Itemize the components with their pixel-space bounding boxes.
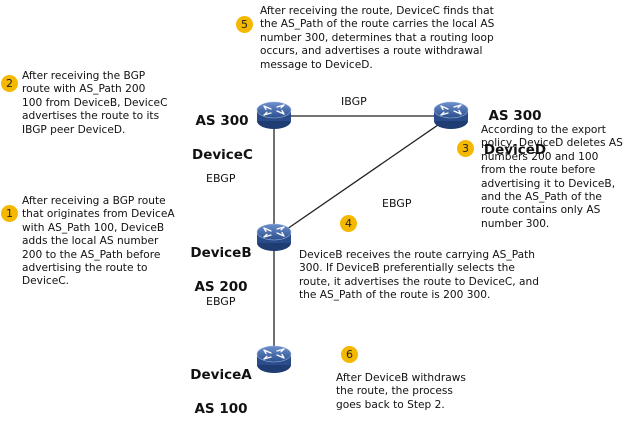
router-icon-devicea [256, 345, 292, 374]
link-label-b-d: EBGP [382, 197, 412, 210]
step-text-6: After DeviceB withdraws the route, the p… [336, 372, 466, 411]
step-badge-3: 3 [457, 140, 474, 157]
deviceb-label: DeviceB AS 200 [190, 228, 252, 313]
topology-diagram [256, 101, 469, 374]
link-b-d [273, 115, 452, 239]
deviced-name: DeviceD [483, 142, 547, 158]
deviceb-name: DeviceB [190, 245, 252, 261]
step-badge-6: 6 [341, 346, 358, 363]
step-text-4: DeviceB receives the route carrying AS_P… [299, 249, 539, 302]
devicec-label: AS 300 DeviceC [192, 96, 253, 181]
step-text-3: According to the export policy, DeviceD … [481, 124, 623, 230]
devicec-name: DeviceC [192, 147, 253, 163]
devicea-label: DeviceA AS 100 [189, 350, 253, 435]
step-text-2: After receiving the BGP route with AS_Pa… [22, 70, 168, 136]
step-badge-5: 5 [236, 16, 253, 33]
step-badge-2: 2 [1, 75, 18, 92]
link-label-c-b: EBGP [206, 172, 236, 185]
router-icon-deviced [433, 101, 469, 130]
devicea-name: DeviceA [190, 367, 252, 383]
router-icon-deviceb [256, 223, 292, 252]
step-badge-1: 1 [1, 205, 18, 222]
devicec-as: AS 300 [195, 113, 249, 129]
deviced-as: AS 300 [488, 108, 542, 124]
step-badge-4: 4 [340, 215, 357, 232]
deviced-label: AS 300 DeviceD [483, 91, 547, 176]
step-text-1: After receiving a BGP route that origina… [22, 195, 175, 288]
link-label-b-a: EBGP [206, 295, 236, 308]
router-icon-devicec [256, 101, 292, 130]
link-label-c-d: IBGP [341, 95, 367, 108]
deviceb-as: AS 200 [194, 279, 248, 295]
devicea-as: AS 100 [194, 401, 248, 417]
step-text-5: After receiving the route, DeviceC finds… [260, 5, 495, 71]
